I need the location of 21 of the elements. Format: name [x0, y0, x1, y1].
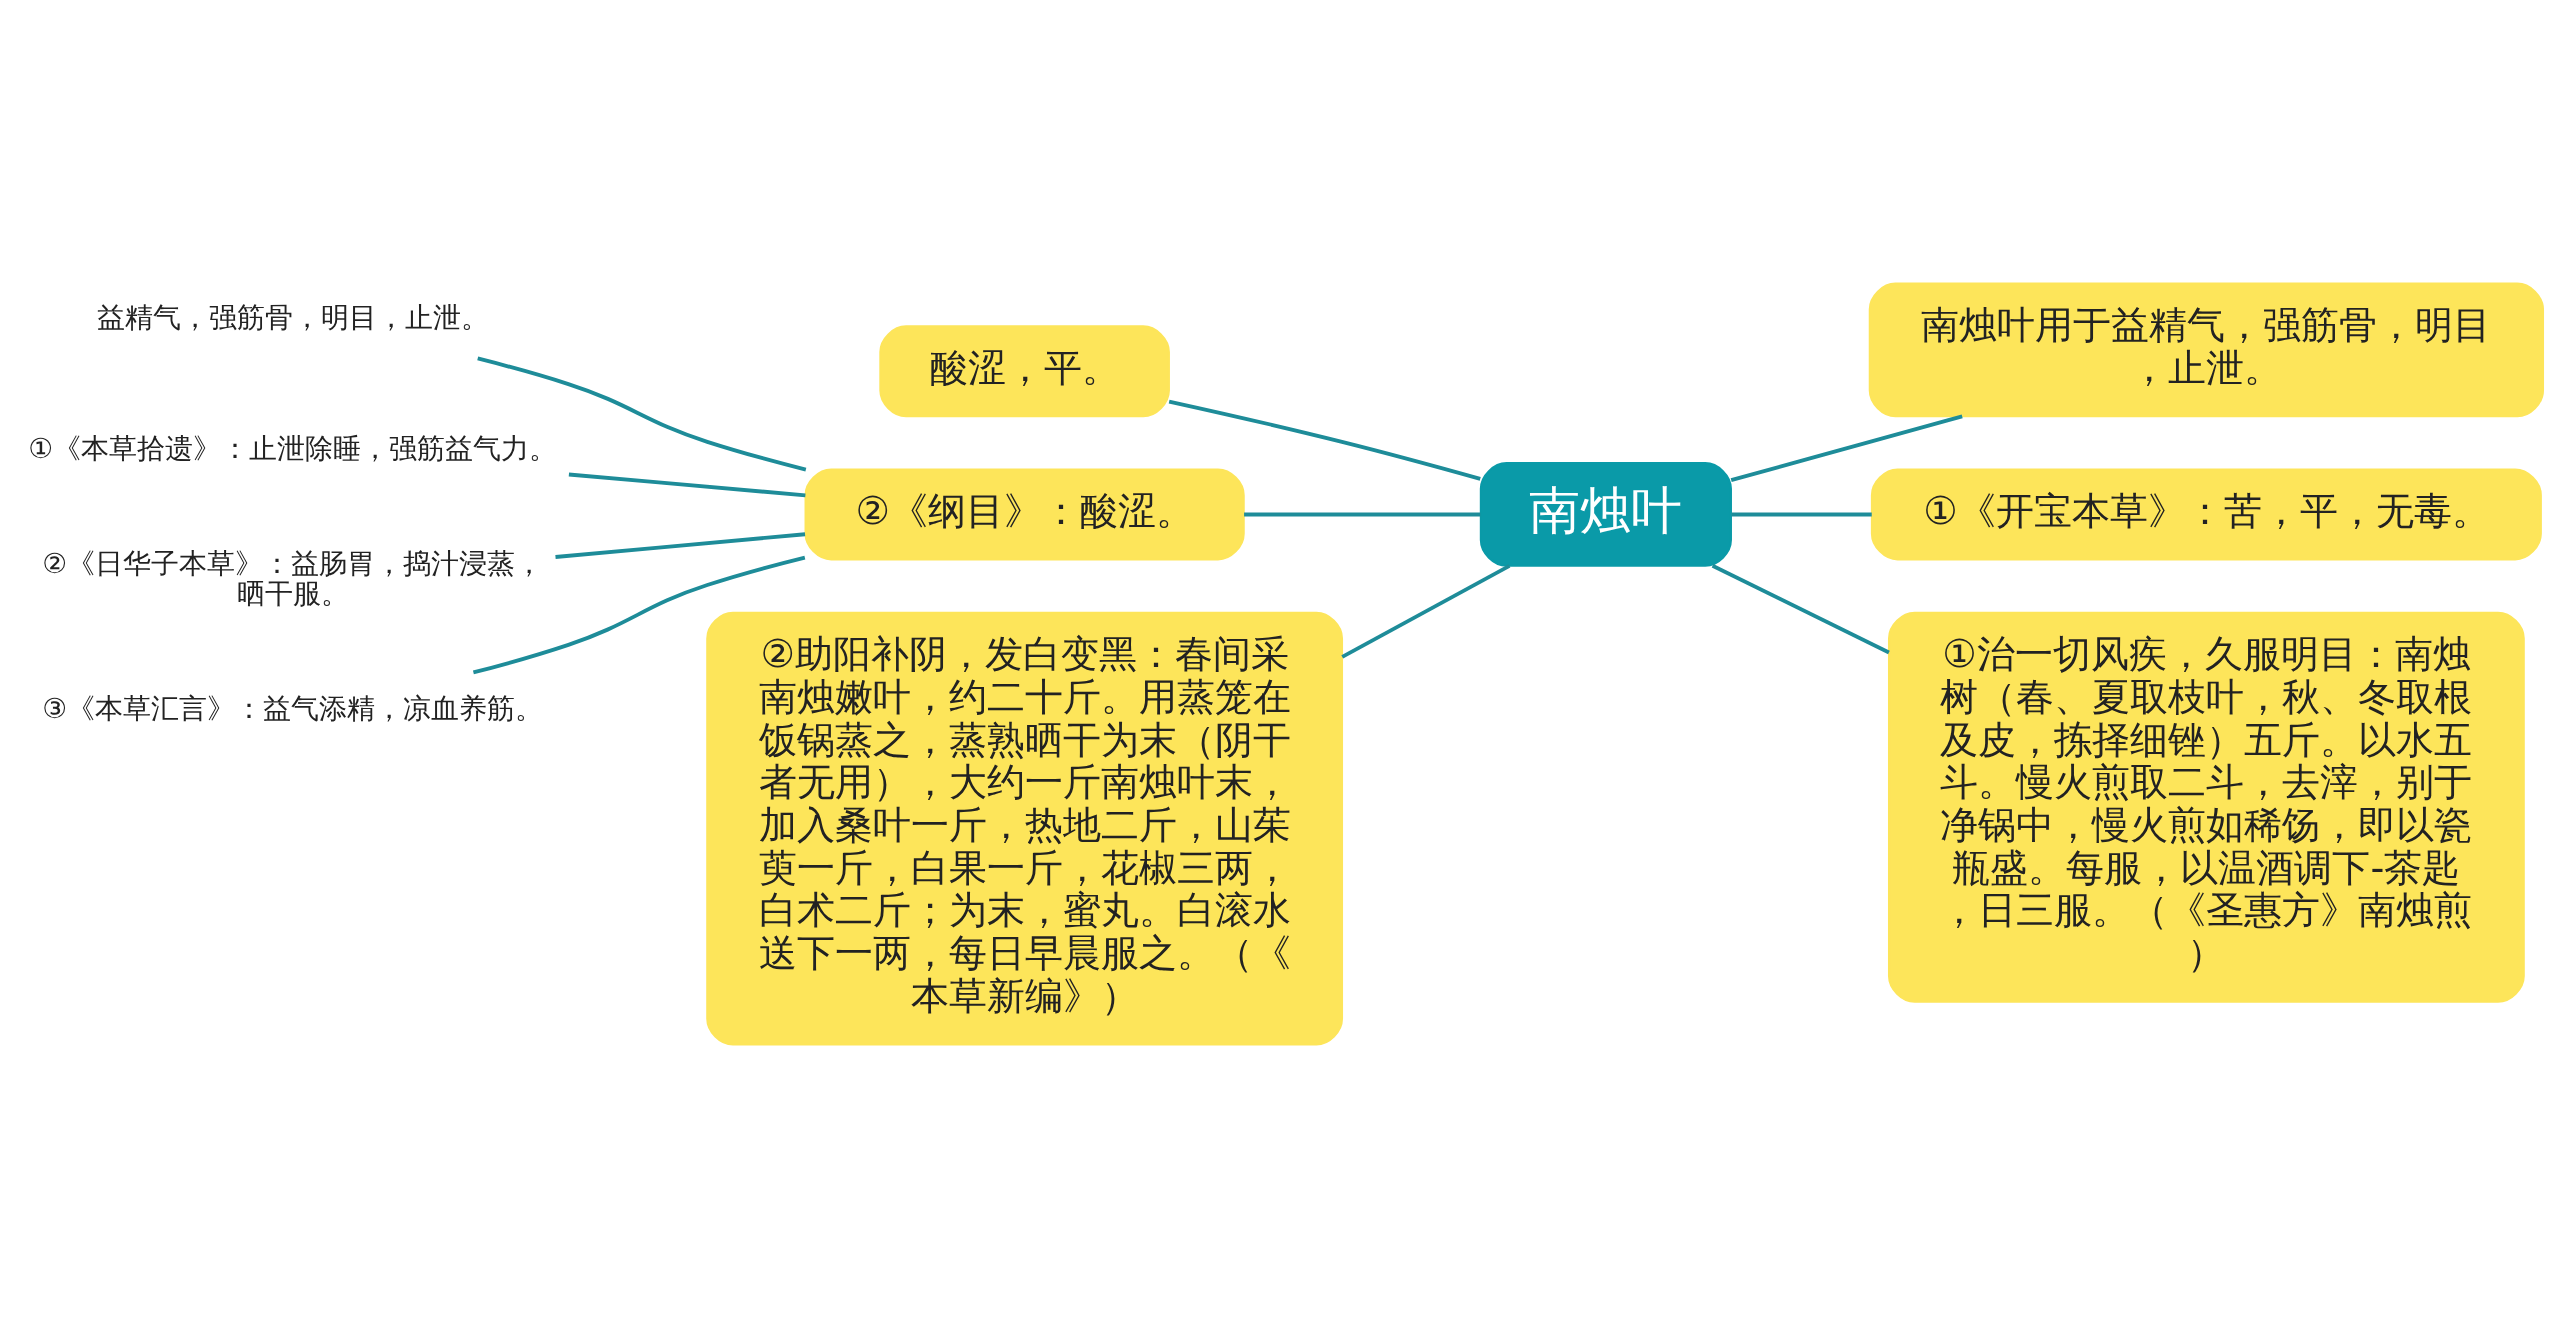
node-box: 南烛叶用于益精气，强筋骨，明目，止泄。: [1868, 282, 2545, 417]
connector: [1730, 414, 1963, 482]
connector: [1711, 563, 1890, 654]
connector: [1341, 563, 1511, 659]
node-box: 酸涩，平。: [879, 324, 1170, 417]
node-box: ①《开宝本草》：苦，平，无毒。: [1870, 468, 2542, 560]
connector: [472, 555, 806, 674]
node-text: ①《本草拾遗》：止泄除睡，强筋益气力。: [28, 431, 558, 465]
connector: [555, 531, 806, 559]
connector: [1244, 512, 1481, 516]
connector: [477, 356, 807, 471]
node-text: ②《日华子本草》：益肠胃，捣汁浸蒸，晒干服。: [42, 546, 544, 610]
node-box: 南烛叶: [1479, 461, 1732, 567]
node-box: ②《纲目》：酸涩。: [804, 468, 1245, 560]
connector: [1731, 512, 1872, 516]
node-text: ③《本草汇言》：益气添精，凉血养筋。: [42, 691, 544, 725]
connector: [1168, 399, 1481, 481]
node-box: ①治一切风疾，久服明目：南烛树（春、夏取枝叶，秋、冬取根及皮，拣择细锉）五斤。以水五斗。慢火煎取二斗，去滓，别于净锅中，慢火煎如稀饧，即以瓷瓶盛。每服，以温酒调下-茶匙，日三服。（《圣惠方》南烛煎）: [1887, 611, 2525, 1003]
connector: [568, 472, 806, 497]
node-text: 益精气，强筋骨，明目，止泄。: [96, 300, 489, 334]
node-box: ②助阳补阴，发白变黑：春间采南烛嫩叶，约二十斤。用蒸笼在饭锅蒸之，蒸熟晒干为末（阴干者无用），大约一斤南烛叶末，加入桑叶一斤，热地二斤，山茱萸一斤，白果一斤，花椒三两，白术二斤；为末，蜜丸。白滚水送下一两，每日早晨服之。（《本草新编》）: [706, 611, 1344, 1045]
